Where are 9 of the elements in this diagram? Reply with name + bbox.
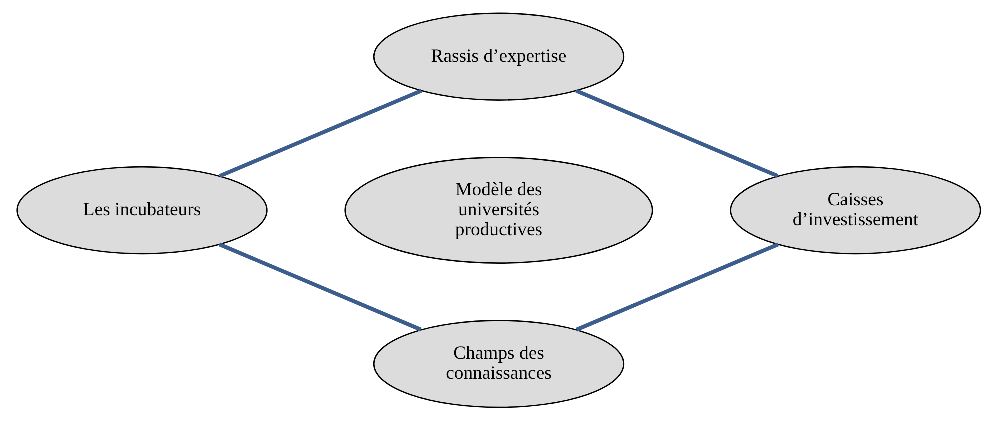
connector — [576, 242, 780, 332]
node-ellipse: Modèle des universités productives — [344, 157, 654, 264]
node-ellipse: Rassis d’expertise — [373, 12, 625, 101]
node-ellipse: Champs des connaissances — [373, 320, 625, 408]
connector — [219, 89, 422, 178]
node-ellipse: Les incubateurs — [16, 166, 268, 255]
connector — [218, 242, 422, 332]
node-ellipse: Caisses d’investissement — [730, 166, 982, 255]
connector — [576, 89, 779, 178]
